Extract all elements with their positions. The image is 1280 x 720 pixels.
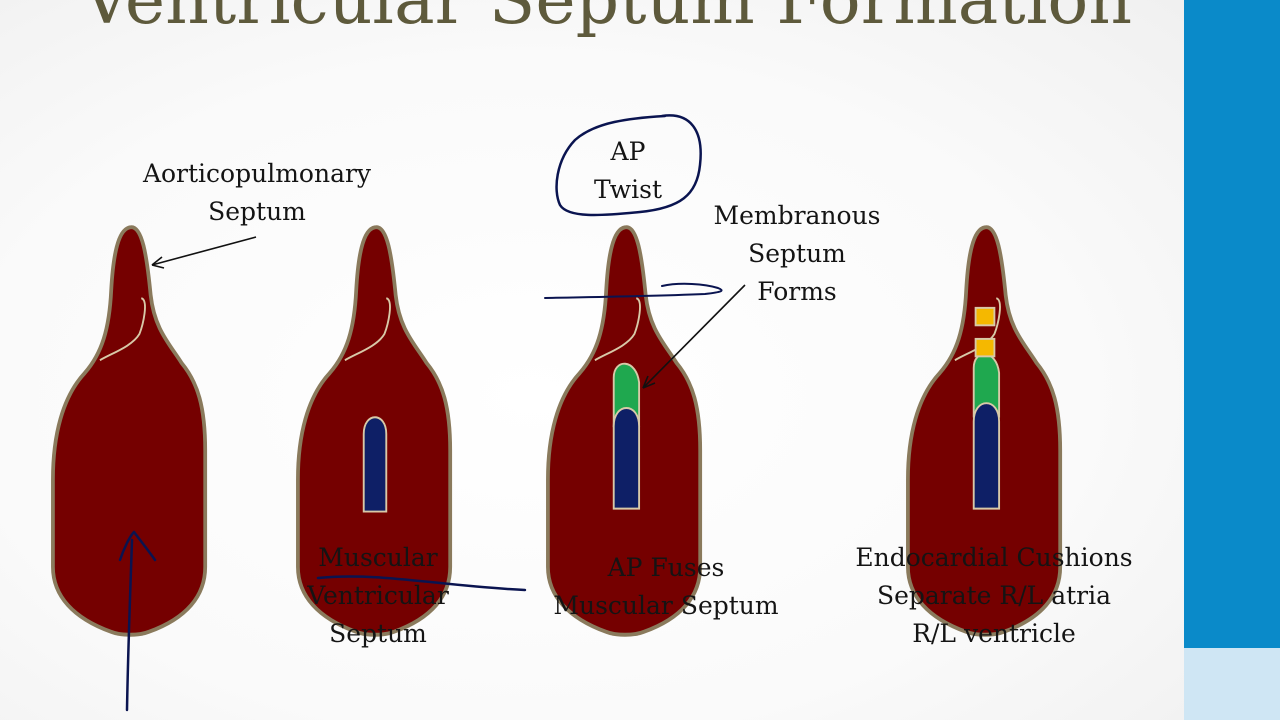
label-aorticopulmonary-septum: Aorticopulmonary Septum: [142, 159, 372, 226]
membranous-pointer-line: [544, 282, 723, 299]
endocardial-cushion-upper: [974, 306, 996, 327]
membranous-arrow: [642, 284, 746, 389]
label-muscular-ventricular-septum: Muscular Ventricular Septum: [307, 543, 449, 648]
heart-diagram: [50, 114, 1063, 712]
aorticopulmonary-arrow: [151, 236, 257, 269]
handwritten-annotations: [118, 114, 723, 712]
accent-side-bar-bottom: [1184, 648, 1280, 720]
label-ap-fuses: AP Fuses Muscular Septum: [553, 553, 779, 620]
muscular-underline: [316, 575, 527, 592]
aorticopulmonary-septum-line: [99, 297, 146, 362]
heart-stage-3: [545, 225, 703, 637]
accent-side-bar: [1184, 0, 1280, 648]
heart-stage-2: [295, 225, 453, 637]
muscular-septum: [972, 402, 1001, 510]
label-endocardial-cushions: Endocardial Cushions Separate R/L atria …: [855, 543, 1133, 648]
heart-stage-4: [905, 225, 1063, 637]
slide-title: Ventricular Septum Formation: [82, 0, 1133, 40]
bottom-up-arrow: [118, 530, 157, 712]
ap-twist-circle: [555, 114, 702, 217]
muscular-septum: [612, 407, 641, 510]
endocardial-cushion-lower: [974, 337, 996, 358]
label-membranous-septum: Membranous Septum Forms: [713, 201, 881, 306]
muscular-septum: [362, 416, 388, 513]
label-ap-twist: AP Twist: [593, 137, 663, 204]
heart-stage-1: [50, 225, 208, 637]
